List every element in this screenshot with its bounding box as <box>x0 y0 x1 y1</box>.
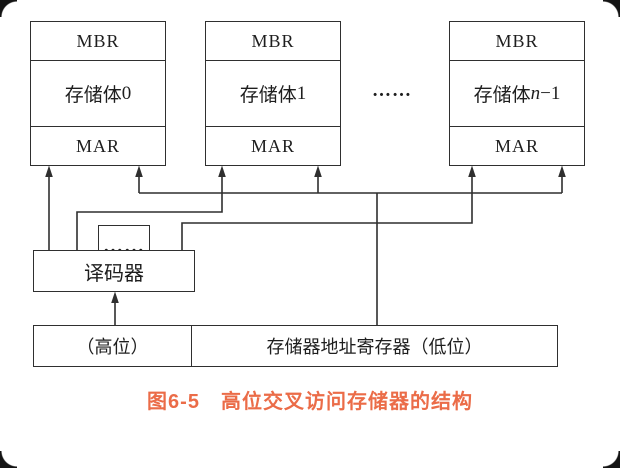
arrowhead-bank0-address <box>135 165 143 177</box>
arrowhead-bank1-address <box>314 165 322 177</box>
address-register-high-cell: （高位） <box>34 326 192 366</box>
decoder-box: 译码器 <box>33 250 195 292</box>
page-corner-bottom-left <box>0 451 17 468</box>
page-corner-top-right <box>603 0 620 17</box>
page-corner-top-left <box>0 0 17 17</box>
bank0-mbr-label: MBR <box>76 30 120 51</box>
figure-caption: 图6-5 高位交叉访问存储器的结构 <box>147 391 473 413</box>
bankn-mbr-label: MBR <box>495 30 539 51</box>
arrowhead-bank1-select <box>218 165 226 177</box>
decoder-label: 译码器 <box>84 262 144 285</box>
arrowhead-bankn-address <box>558 165 566 177</box>
page-corner-bottom-right <box>603 451 620 468</box>
address-register-low-cell: 存储器地址寄存器（低位） <box>266 337 483 357</box>
decoder-select-line-bankn <box>181 176 473 250</box>
arrowhead-bankn-select <box>468 165 476 177</box>
bank0-mar-label: MAR <box>75 135 120 156</box>
arrowhead-decoder-input <box>111 291 119 303</box>
bankn-mar-label: MAR <box>494 135 539 156</box>
arrowhead-bank0-select <box>45 165 53 177</box>
address-register-box: （高位） 存储器地址寄存器（低位） <box>33 325 558 367</box>
banks-ellipsis: …… <box>372 80 412 101</box>
low-address-bus <box>138 176 563 325</box>
bank1-mar-label: MAR <box>250 135 295 156</box>
bank1-mbr-label: MBR <box>251 30 295 51</box>
